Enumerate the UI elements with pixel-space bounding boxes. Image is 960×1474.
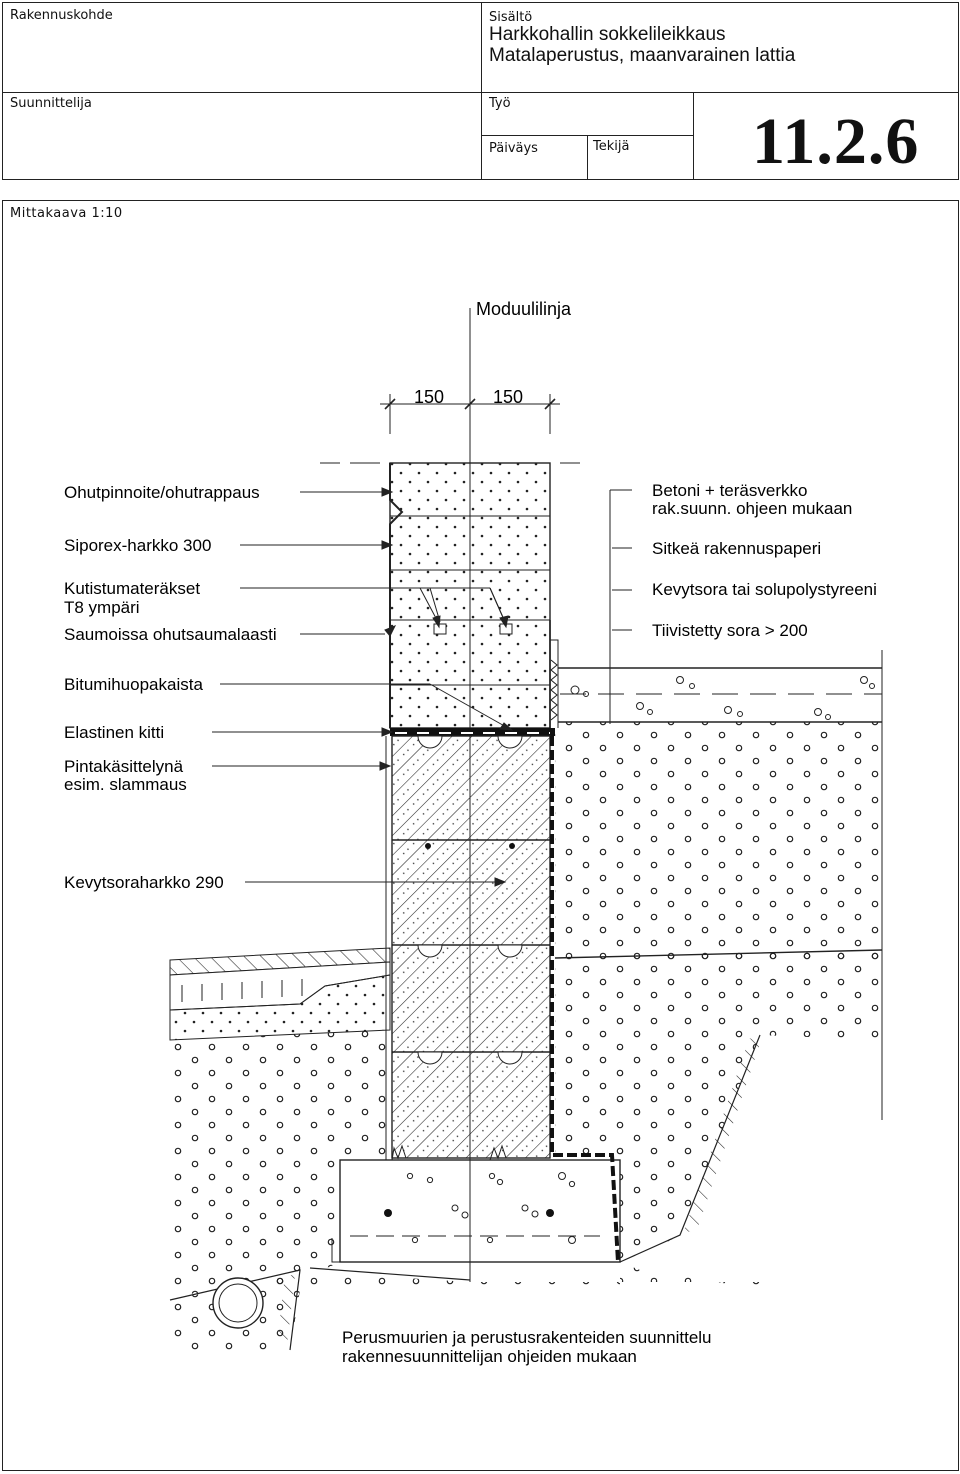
fill-soil-left xyxy=(170,1030,390,1295)
label-gravel: Tiivistetty sora > 200 xyxy=(652,621,808,640)
label-thin-plaster: Ohutpinnoite/ohutrappaus xyxy=(64,483,260,502)
lwa-block-wall xyxy=(391,735,551,1159)
label-concrete-1: Betoni + teräsverkko xyxy=(652,481,807,500)
content-title-line1: Harkkohallin sokkelileikkaus xyxy=(489,24,726,45)
fill-soil-right xyxy=(555,950,882,1262)
date-label: Päiväys xyxy=(489,141,538,156)
content-title-line2: Matalaperustus, maanvarainen lattia xyxy=(489,45,796,66)
dimension-line xyxy=(380,394,560,434)
work-label: Työ xyxy=(489,96,511,111)
label-shrinkage-rebar-2: T8 ympäri xyxy=(64,598,140,617)
label-insulation: Kevytsora tai solupolystyreeni xyxy=(652,580,877,599)
title-divider-vertical xyxy=(481,2,482,180)
title-divider-horizontal xyxy=(2,92,959,93)
label-bitumen-strip: Bitumihuopakaista xyxy=(64,675,203,694)
label-shrinkage-rebar-1: Kutistumateräkset xyxy=(64,579,200,598)
label-paper: Sitkeä rakennuspaperi xyxy=(652,539,821,558)
designer-label: Suunnittelija xyxy=(10,96,92,111)
siporex-wall xyxy=(389,462,551,729)
title-divider-date-author xyxy=(587,135,588,180)
foundation-note-2: rakennesuunnittelijan ohjeiden mukaan xyxy=(342,1347,637,1366)
fill-foundation xyxy=(339,1159,621,1263)
drain-pipe xyxy=(212,1277,264,1329)
label-lwa-block: Kevytsoraharkko 290 xyxy=(64,873,224,892)
title-block xyxy=(2,2,959,180)
dim-right-value: 150 xyxy=(493,387,523,407)
author-label: Tekijä xyxy=(593,139,630,154)
label-concrete-2: rak.suunn. ohjeen mukaan xyxy=(652,499,852,518)
title-divider-number xyxy=(693,92,694,180)
fill-gravel-underfloor xyxy=(555,722,882,958)
drawing-frame xyxy=(2,200,959,1471)
dim-left-value: 150 xyxy=(414,387,444,407)
project-label: Rakennuskohde xyxy=(10,8,113,23)
module-line-label: Moduulilinja xyxy=(476,299,572,319)
slope-left xyxy=(169,1269,301,1351)
fill-gravel-bottom xyxy=(170,1262,760,1355)
waterproof-membrane xyxy=(550,736,620,1263)
label-siporex: Siporex-harkko 300 xyxy=(64,536,211,555)
label-thin-mortar: Saumoissa ohutsaumalaasti xyxy=(64,625,277,644)
label-surface-treat-1: Pintakäsittelynä xyxy=(64,757,184,776)
label-surface-treat-2: esim. slammaus xyxy=(64,775,187,794)
drawing-number: 11.2.6 xyxy=(752,105,920,178)
content-label: Sisältö xyxy=(489,10,533,25)
label-elastic-putty: Elastinen kitti xyxy=(64,723,164,742)
scale-note: Mittakaava 1:10 xyxy=(10,206,123,221)
foundation-note-1: Perusmuurien ja perustusrakenteiden suun… xyxy=(342,1328,712,1347)
